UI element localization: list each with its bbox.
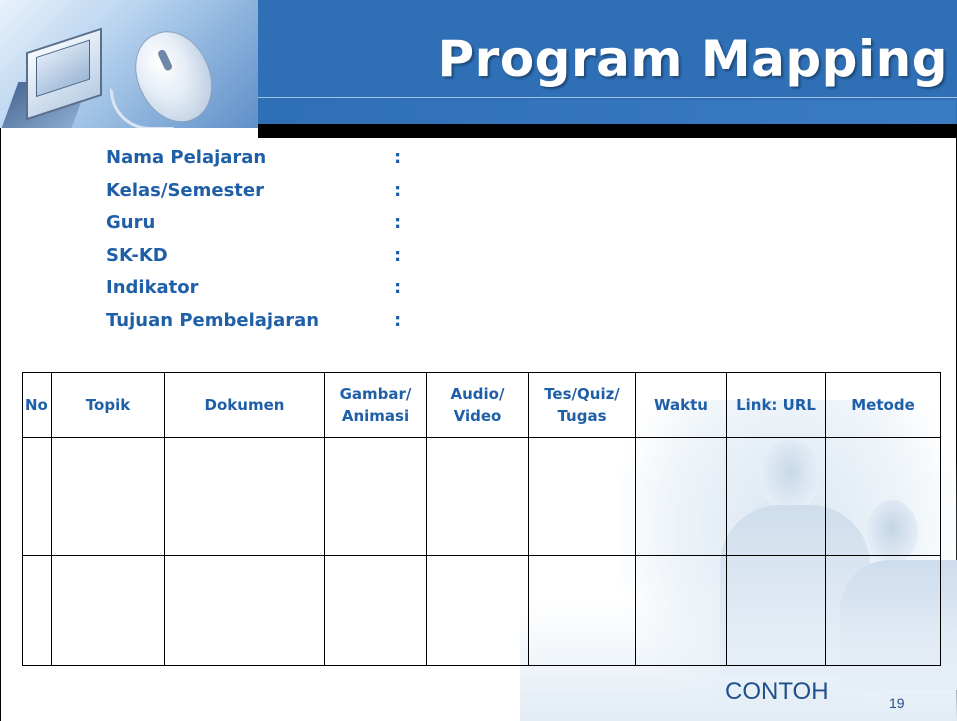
info-label: Kelas/Semester: [106, 179, 264, 201]
program-mapping-table: No Topik Dokumen Gambar/Animasi Audio/Vi…: [22, 372, 941, 666]
info-colon: :: [394, 147, 402, 168]
info-row-tujuan-pembelajaran: Tujuan Pembelajaran:: [106, 309, 401, 342]
table-row: [22, 437, 941, 556]
info-fields: Nama Pelajaran: Kelas/Semester: Guru: SK…: [106, 146, 401, 341]
table-cell: [22, 555, 52, 666]
title-underline: [258, 97, 957, 98]
info-label: Tujuan Pembelajaran: [106, 309, 320, 331]
info-row-guru: Guru:: [106, 211, 401, 244]
column-header-gambar-animasi: Gambar/Animasi: [324, 372, 427, 438]
example-label: CONTOH: [725, 678, 829, 705]
column-header-waktu: Waktu: [635, 372, 727, 438]
info-label: Guru: [106, 212, 156, 233]
column-header-no: No: [22, 372, 52, 438]
column-header-link-url: Link: URL: [726, 372, 826, 438]
laptop-graphic: [26, 27, 102, 121]
table-header-row: No Topik Dokumen Gambar/Animasi Audio/Vi…: [22, 372, 941, 438]
info-label: Indikator: [106, 277, 199, 298]
header-photo-laptop-mouse: [0, 0, 258, 128]
table-cell: [324, 437, 427, 556]
table-cell: [528, 437, 636, 556]
info-colon: :: [394, 212, 402, 233]
info-row-nama-pelajaran: Nama Pelajaran:: [106, 146, 401, 179]
info-colon: :: [394, 309, 402, 331]
table-cell: [22, 437, 52, 556]
column-header-audio-video: Audio/Video: [426, 372, 529, 438]
table-cell: [51, 555, 165, 666]
table-cell: [635, 555, 727, 666]
table-cell: [726, 437, 826, 556]
info-colon: :: [394, 277, 402, 298]
table-cell: [324, 555, 427, 666]
column-header-dokumen: Dokumen: [164, 372, 325, 438]
info-label: SK-KD: [106, 244, 168, 266]
column-header-metode: Metode: [825, 372, 941, 438]
info-colon: :: [394, 244, 402, 266]
table-cell: [726, 555, 826, 666]
column-header-tes-quiz-tugas: Tes/Quiz/Tugas: [528, 372, 636, 438]
table-cell: [426, 437, 529, 556]
info-row-sk-kd: SK-KD:: [106, 244, 401, 277]
table-row: [22, 555, 941, 666]
table-cell: [635, 437, 727, 556]
table-cell: [825, 437, 941, 556]
table-cell: [426, 555, 529, 666]
table-cell: [164, 555, 325, 666]
table-cell: [528, 555, 636, 666]
info-label: Nama Pelajaran: [106, 147, 267, 168]
slide-border-left: [0, 0, 1, 721]
column-header-topik: Topik: [51, 372, 165, 438]
table-cell: [51, 437, 165, 556]
info-row-kelas-semester: Kelas/Semester:: [106, 179, 401, 212]
table-cell: [825, 555, 941, 666]
page-number: 19: [889, 695, 905, 711]
info-row-indikator: Indikator:: [106, 276, 401, 309]
page-title: Program Mapping: [437, 30, 948, 88]
title-bar-shade: [258, 100, 956, 128]
table-cell: [164, 437, 325, 556]
title-bottom-band: [258, 124, 957, 138]
info-colon: :: [394, 179, 402, 201]
